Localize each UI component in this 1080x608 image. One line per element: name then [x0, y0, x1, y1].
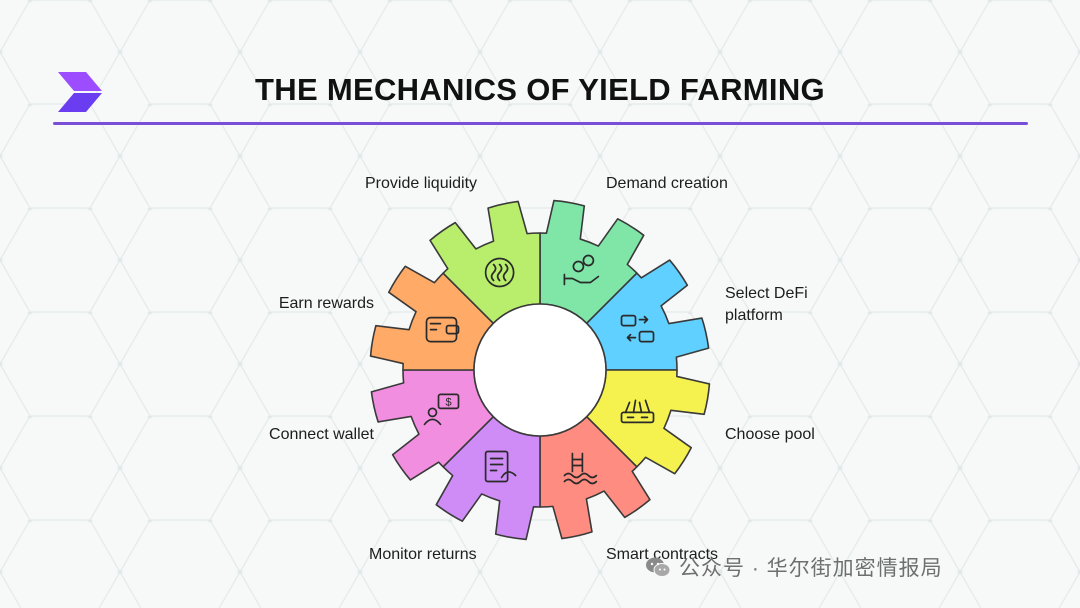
watermark-text: 公众号 · 华尔街加密情报局 — [679, 557, 943, 580]
gear-hub — [473, 303, 607, 437]
platform-box-icon — [620, 399, 655, 424]
label-select-defi-platform: Select DeFi platform — [725, 285, 808, 324]
briefcase-exchange-icon — [620, 314, 655, 343]
label-demand-creation: Demand creation — [606, 175, 728, 192]
label-provide-liquidity: Provide liquidity — [365, 175, 478, 192]
heat-waves-icon — [484, 257, 515, 288]
label-monitor-returns: Monitor returns — [369, 546, 477, 563]
hand-coins-icon — [563, 254, 600, 286]
monitor-dollar-icon: $ — [423, 393, 460, 426]
brand-logo — [58, 72, 102, 112]
page-title: THE MECHANICS OF YIELD FARMING — [255, 72, 825, 107]
label-connect-wallet: Connect wallet — [269, 426, 374, 443]
title-divider — [53, 122, 1028, 125]
pool-ladder-icon — [563, 452, 598, 485]
label-smart-contracts: Smart contracts — [606, 546, 719, 563]
wechat-icon — [646, 557, 671, 577]
svg-text:$: $ — [445, 396, 451, 408]
watermark: 公众号 · 华尔街加密情报局 — [645, 553, 943, 581]
contract-signature-icon — [484, 450, 517, 483]
wallet-icon — [425, 316, 460, 343]
label-earn-rewards: Earn rewards — [278, 295, 374, 312]
label-choose-pool: Choose pool — [725, 426, 815, 443]
